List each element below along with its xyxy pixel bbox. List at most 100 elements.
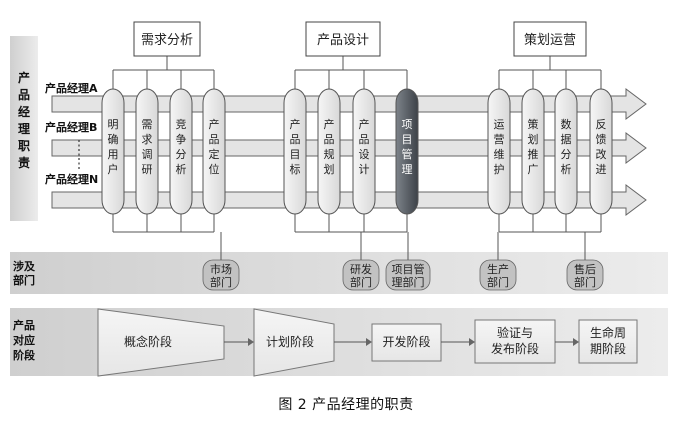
responsibility-side-band [10,36,38,221]
stage-label: 概念阶段 [124,334,172,349]
side-label-char: 品 [18,88,30,102]
phase-box [513,21,587,57]
task-label: 营 [494,132,505,146]
task-label: 分 [176,148,187,161]
task-oval [317,88,341,215]
stage-concept-shape [97,308,225,377]
task-label: 据 [561,132,572,146]
department-label: 部门 [350,275,372,289]
task-label: 户 [108,162,119,176]
pm-labels: 产品经理A 产品经理B 产品经理N [45,81,98,186]
task-label: 求 [142,133,153,146]
task-oval [521,88,545,215]
task-label: 品 [209,133,220,146]
figure-caption: 图 2 产品经理的职责 [278,397,414,413]
task-label: 策 [528,117,539,131]
task-label: 争 [176,132,187,146]
pm-label: 产品经理A [45,81,98,95]
side-label-char: 责 [18,155,30,170]
task-label: 分 [561,148,572,161]
department-label: 生产 [487,262,509,276]
task-oval [169,88,193,215]
task-label: 明 [108,118,119,131]
task-label: 护 [494,162,505,176]
stage-shapes: 概念阶段计划阶段开发阶段验证与发布阶段生命周期阶段 [97,308,638,377]
side-label-char: 产 [18,70,30,85]
task-label: 析 [176,162,187,176]
stage-label: 期阶段 [590,341,626,356]
task-label: 竞 [176,117,187,131]
department-pill [479,259,517,291]
department-label: 项目管 [392,262,425,276]
task-label: 品 [359,133,370,146]
department-connectors [112,214,602,261]
task-label: 需 [142,118,153,131]
phase-label: 产品设计 [317,33,369,48]
department-pill [202,259,240,291]
side-label-char: 理 [18,122,30,136]
task-label: 品 [324,133,335,146]
pm-label: 产品经理N [45,172,98,186]
task-label: 定 [209,147,220,161]
task-label: 馈 [596,133,607,146]
task-oval [352,88,376,215]
task-label: 目 [402,133,413,146]
task-label: 维 [494,148,505,161]
task-label: 产 [359,117,370,131]
task-oval [101,88,125,215]
task-label: 标 [290,162,301,176]
task-label: 数 [561,118,572,131]
task-label: 划 [324,163,335,176]
task-label: 推 [528,147,539,161]
stage-label: 开发阶段 [382,334,430,349]
phase-box [133,21,201,57]
task-label: 管 [402,147,413,161]
task-label: 理 [402,163,413,176]
stage-arrow-head [366,338,372,346]
side-label-stages: 产品 [13,318,35,332]
task-label: 改 [596,147,607,161]
pm-label: 产品经理B [45,120,97,134]
departments-band [10,252,668,294]
stage-box-shape [578,319,638,364]
task-label: 规 [324,147,335,161]
stage-label: 验证与 [497,325,533,340]
stage-arrow-head [469,338,475,346]
task-label: 产 [324,117,335,131]
task-label: 用 [108,148,119,161]
stage-label: 生命周 [590,325,626,340]
task-label: 研 [142,163,153,176]
task-label: 划 [528,133,539,146]
stage-arrow-head [573,338,579,346]
task-label: 确 [108,133,119,146]
task-oval [135,88,159,215]
department-label: 部门 [487,275,509,289]
stage-label: 计划阶段 [266,334,314,349]
task-oval [395,88,419,215]
task-label: 计 [359,163,370,176]
task-label: 项 [402,118,413,131]
side-label-departments: 涉及 [13,259,36,273]
task-ovals: 明确用户需求调研竞争分析产品定位产品目标产品规划产品设计项目管理运营维护策划推广… [101,88,613,215]
task-oval [202,88,226,215]
side-label-char: 经 [18,104,30,119]
task-label: 广 [528,163,539,176]
phase-box [305,21,381,57]
task-label: 析 [561,162,572,176]
side-label-char: 职 [18,139,30,153]
phase-connectors [112,56,602,89]
task-label: 运 [494,118,505,131]
task-oval [283,88,307,215]
phase-label: 策划运营 [524,32,576,48]
stage-plan-shape [253,308,335,377]
side-label-stages: 阶段 [13,348,35,362]
phase-label: 需求分析 [141,33,193,48]
stage-develop-shape [371,323,442,362]
department-label: 研发 [350,262,372,276]
task-label: 反 [596,118,607,131]
phase-boxes: 需求分析 产品设计 策划运营 [133,21,587,57]
task-oval [589,88,613,215]
